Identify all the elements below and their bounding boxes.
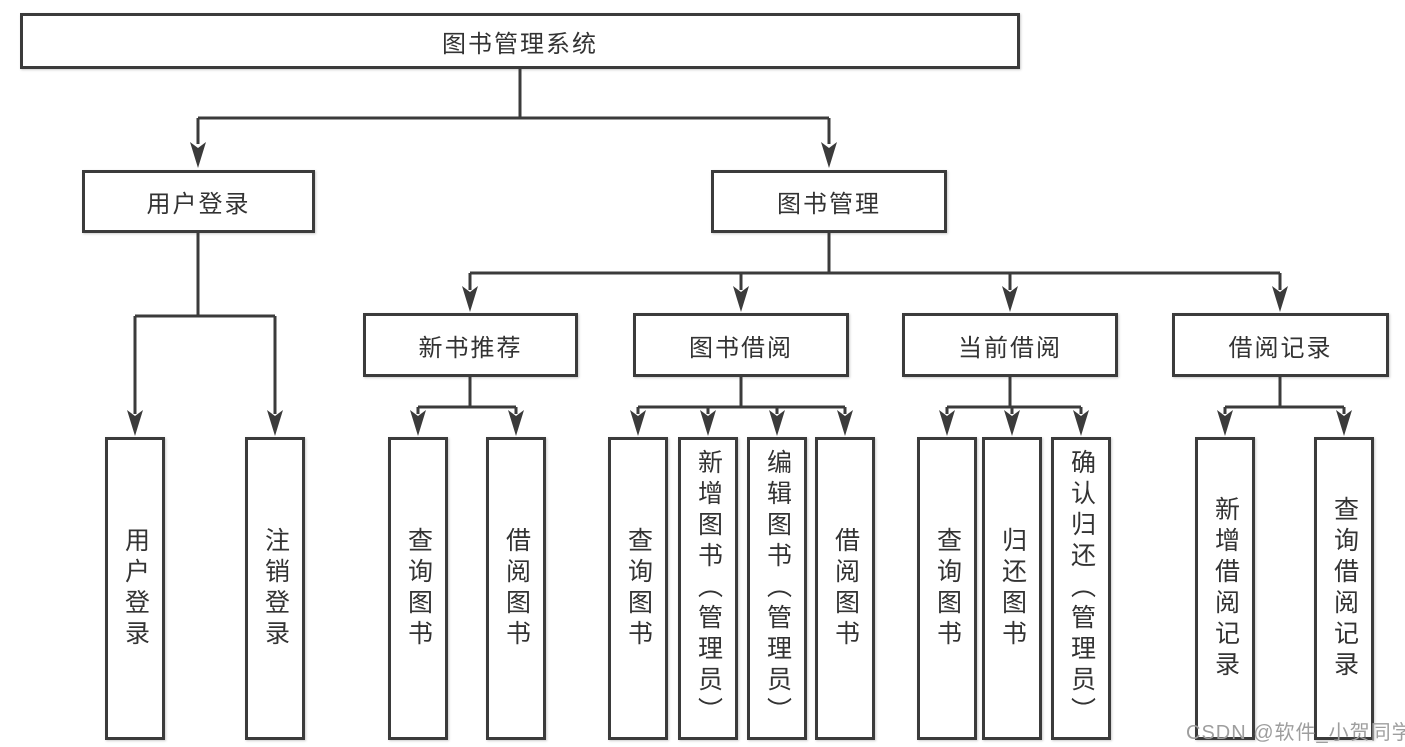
leaf-query-books-current: 查询图书	[917, 437, 977, 740]
leaf-confirm-return-admin-label: 确认归还（管理员）	[1067, 449, 1096, 728]
leaf-query-books-current-label: 查询图书	[933, 526, 962, 651]
arrowhead-icon	[700, 410, 716, 436]
arrowhead-icon	[1073, 410, 1089, 436]
node-root-label: 图书管理系统	[442, 30, 598, 58]
leaf-return-book: 归还图书	[982, 437, 1042, 740]
arrowhead-icon	[508, 410, 524, 436]
arrowhead-icon	[1217, 410, 1233, 436]
arrowhead-icon	[462, 286, 478, 312]
arrowhead-icon	[939, 410, 955, 436]
arrowhead-icon	[630, 410, 646, 436]
node-book-management-label: 图书管理	[777, 191, 881, 218]
node-current-borrowing: 当前借阅	[902, 313, 1118, 377]
leaf-edit-book-admin-label: 编辑图书（管理员）	[763, 449, 792, 728]
arrowhead-icon	[127, 410, 143, 436]
leaf-query-books-recommend-label: 查询图书	[404, 526, 433, 651]
leaf-borrow-books: 借阅图书	[815, 437, 875, 740]
leaf-add-book-admin: 新增图书（管理员）	[678, 437, 738, 740]
node-borrow-records: 借阅记录	[1172, 313, 1389, 377]
leaf-query-books-recommend: 查询图书	[388, 437, 448, 740]
node-book-borrowing-label: 图书借阅	[689, 334, 793, 362]
node-current-borrowing-label: 当前借阅	[958, 334, 1062, 362]
leaf-edit-book-admin: 编辑图书（管理员）	[747, 437, 807, 740]
node-book-borrowing: 图书借阅	[633, 313, 849, 377]
arrowhead-icon	[1336, 410, 1352, 436]
leaf-logout-label: 注销登录	[261, 526, 290, 651]
leaf-user-login-label: 用户登录	[121, 526, 150, 651]
leaf-add-borrow-record-label: 新增借阅记录	[1211, 495, 1240, 682]
arrowhead-icon	[190, 142, 206, 168]
arrowhead-icon	[410, 410, 426, 436]
leaf-add-borrow-record: 新增借阅记录	[1195, 437, 1255, 740]
leaf-query-books-borrowing: 查询图书	[608, 437, 668, 740]
leaf-logout: 注销登录	[245, 437, 305, 740]
arrowhead-icon	[1002, 286, 1018, 312]
arrowhead-icon	[1272, 286, 1288, 312]
leaf-return-book-label: 归还图书	[998, 526, 1027, 651]
leaf-query-books-borrowing-label: 查询图书	[624, 526, 653, 651]
node-root: 图书管理系统	[20, 13, 1020, 69]
leaf-query-borrow-record: 查询借阅记录	[1314, 437, 1374, 740]
connector-path	[133, 69, 1346, 414]
watermark: CSDN @软件_小贺同学	[1186, 722, 1405, 744]
node-user-login-label: 用户登录	[146, 191, 251, 218]
leaf-confirm-return-admin: 确认归还（管理员）	[1051, 437, 1111, 740]
node-borrow-records-label: 借阅记录	[1228, 334, 1333, 362]
node-new-book-recommend-label: 新书推荐	[418, 334, 523, 362]
arrowhead-icon	[821, 142, 837, 168]
leaf-add-book-admin-label: 新增图书（管理员）	[694, 449, 723, 728]
arrowhead-icon	[733, 286, 749, 312]
leaf-borrow-books-label: 借阅图书	[831, 526, 860, 651]
arrowhead-icon	[769, 410, 785, 436]
node-user-login: 用户登录	[82, 170, 315, 233]
node-book-management: 图书管理	[711, 170, 947, 233]
leaf-user-login: 用户登录	[105, 437, 165, 740]
node-new-book-recommend: 新书推荐	[363, 313, 578, 377]
leaf-query-borrow-record-label: 查询借阅记录	[1330, 495, 1359, 682]
arrowhead-icon	[267, 410, 283, 436]
arrowhead-icon	[837, 410, 853, 436]
leaf-borrow-books-recommend: 借阅图书	[486, 437, 546, 740]
arrowhead-icon	[1004, 410, 1020, 436]
leaf-borrow-books-recommend-label: 借阅图书	[502, 526, 531, 651]
